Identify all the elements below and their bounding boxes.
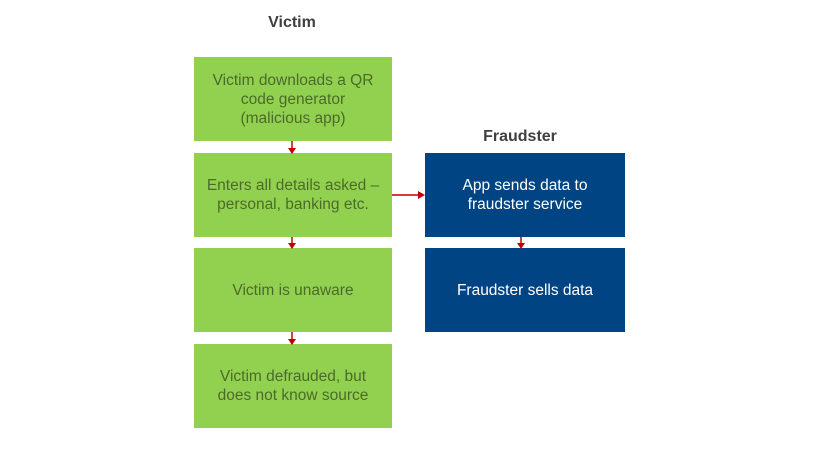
victim-lane-title: Victim bbox=[268, 14, 316, 31]
fraudster-step-receive-data: App sends data to fraudster service bbox=[425, 153, 625, 237]
victim-step-enter-details: Enters all details asked – personal, ban… bbox=[194, 153, 392, 237]
victim-step-unaware: Victim is unaware bbox=[194, 248, 392, 332]
fraudster-step-sell-data: Fraudster sells data bbox=[425, 248, 625, 332]
fraudster-lane-title: Fraudster bbox=[483, 128, 557, 145]
arrow-step2-to-step3 bbox=[288, 237, 296, 249]
victim-step-download-app: Victim downloads a QR code generator (ma… bbox=[194, 57, 392, 141]
arrow-fraudster-step1-to-step2 bbox=[517, 237, 525, 249]
arrow-victim-to-fraudster bbox=[392, 191, 425, 199]
victim-step-defrauded: Victim defrauded, but does not know sour… bbox=[194, 344, 392, 428]
arrow-step3-to-step4 bbox=[288, 332, 296, 345]
arrow-step1-to-step2 bbox=[288, 141, 296, 154]
